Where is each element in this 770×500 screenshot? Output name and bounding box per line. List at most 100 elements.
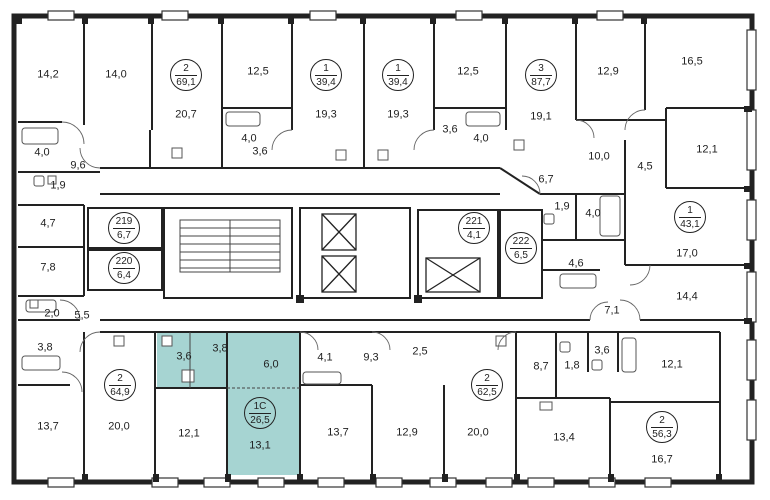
columns xyxy=(14,16,752,482)
unit-rooms: 220 xyxy=(115,255,133,267)
room-area-label: 10,0 xyxy=(588,150,610,163)
unit-area: 4,1 xyxy=(467,229,481,241)
room-area-label: 6,7 xyxy=(538,173,554,186)
room-area-label: 12,9 xyxy=(396,426,418,439)
unit-area: 62,5 xyxy=(477,386,497,398)
room-area-label: 9,3 xyxy=(363,351,379,364)
badge-divider xyxy=(249,412,271,414)
room-area-label: 14,2 xyxy=(37,68,59,81)
badge-divider xyxy=(175,74,197,76)
room-area-label: 8,7 xyxy=(533,360,549,373)
badge-divider xyxy=(463,227,485,229)
room-area-label: 19,1 xyxy=(530,110,552,123)
room-area-label: 12,5 xyxy=(247,65,269,78)
unit-rooms: 2 xyxy=(484,372,490,384)
unit-1c-partitions xyxy=(189,332,300,389)
badge-divider xyxy=(651,426,673,428)
unit-rooms: 2 xyxy=(659,414,665,426)
unit-area: 69,1 xyxy=(176,76,196,88)
room-area-label: 7,8 xyxy=(40,261,56,274)
room-area-label: 16,7 xyxy=(651,453,673,466)
unit-area: 56,3 xyxy=(652,428,672,440)
unit-area: 64,9 xyxy=(110,386,130,398)
unit-area: 6,7 xyxy=(117,229,131,241)
room-area-label: 1,9 xyxy=(50,179,66,192)
unit-badge-u-bot-1c[interactable]: 1С 26,5 xyxy=(244,397,276,429)
room-area-label: 12,1 xyxy=(696,143,718,156)
bathtubs xyxy=(21,111,637,385)
unit-area: 39,4 xyxy=(388,76,408,88)
room-area-label: 4,0 xyxy=(473,132,489,145)
badge-divider xyxy=(387,74,409,76)
room-area-label: 9,6 xyxy=(70,159,86,172)
room-area-label: 13,1 xyxy=(249,439,271,452)
unit-rooms: 222 xyxy=(512,235,530,247)
unit-rooms: 219 xyxy=(115,215,133,227)
room-area-label: 5,5 xyxy=(74,309,90,322)
room-area-label: 14,0 xyxy=(105,68,127,81)
unit-area: 6,4 xyxy=(117,269,131,281)
room-area-label: 6,0 xyxy=(263,358,279,371)
room-area-label: 4,0 xyxy=(585,207,601,220)
room-area-label: 4,7 xyxy=(40,217,56,230)
room-area-label: 3,6 xyxy=(442,123,458,136)
room-area-label: 7,1 xyxy=(604,304,620,317)
badge-divider xyxy=(530,74,552,76)
badge-divider xyxy=(679,216,701,218)
room-area-label: 4,5 xyxy=(637,160,653,173)
room-area-label: 3,8 xyxy=(37,341,53,354)
unit-area: 6,5 xyxy=(514,249,528,261)
unit-rooms: 1 xyxy=(687,204,693,216)
room-area-label: 1,8 xyxy=(564,359,580,372)
room-area-label: 3,8 xyxy=(212,342,228,355)
unit-area: 26,5 xyxy=(250,414,270,426)
room-area-label: 19,3 xyxy=(387,108,409,121)
badge-divider xyxy=(109,384,131,386)
room-area-label: 19,3 xyxy=(315,108,337,121)
room-area-label: 20,0 xyxy=(108,420,130,433)
room-area-label: 4,1 xyxy=(317,351,333,364)
unit-area: 87,7 xyxy=(531,76,551,88)
elevators xyxy=(321,213,481,293)
badge-divider xyxy=(315,74,337,76)
unit-rooms: 1 xyxy=(395,62,401,74)
room-area-label: 4,0 xyxy=(34,146,50,159)
room-area-label: 3,6 xyxy=(176,350,192,363)
unit-rooms: 1 xyxy=(323,62,329,74)
unit-rooms: 2 xyxy=(117,372,123,384)
room-area-label: 12,5 xyxy=(457,65,479,78)
room-area-label: 20,7 xyxy=(175,108,197,121)
room-area-label: 17,0 xyxy=(676,247,698,260)
room-area-label: 4,6 xyxy=(568,257,584,270)
room-area-label: 3,6 xyxy=(594,344,610,357)
room-area-label: 14,4 xyxy=(676,290,698,303)
badge-divider xyxy=(113,267,135,269)
unit-rooms: 1С xyxy=(253,400,267,412)
room-area-label: 3,6 xyxy=(252,145,268,158)
badge-divider xyxy=(113,227,135,229)
room-area-label: 13,4 xyxy=(553,431,575,444)
windows xyxy=(47,10,757,488)
door-swings xyxy=(59,109,651,393)
sanitary-fixtures xyxy=(29,139,603,411)
unit-rooms: 221 xyxy=(465,215,483,227)
unit-area: 39,4 xyxy=(316,76,336,88)
room-area-label: 13,7 xyxy=(37,420,59,433)
badge-divider xyxy=(510,247,532,249)
room-area-label: 12,1 xyxy=(178,427,200,440)
room-area-label: 4,0 xyxy=(241,132,257,145)
staircase xyxy=(179,219,281,273)
